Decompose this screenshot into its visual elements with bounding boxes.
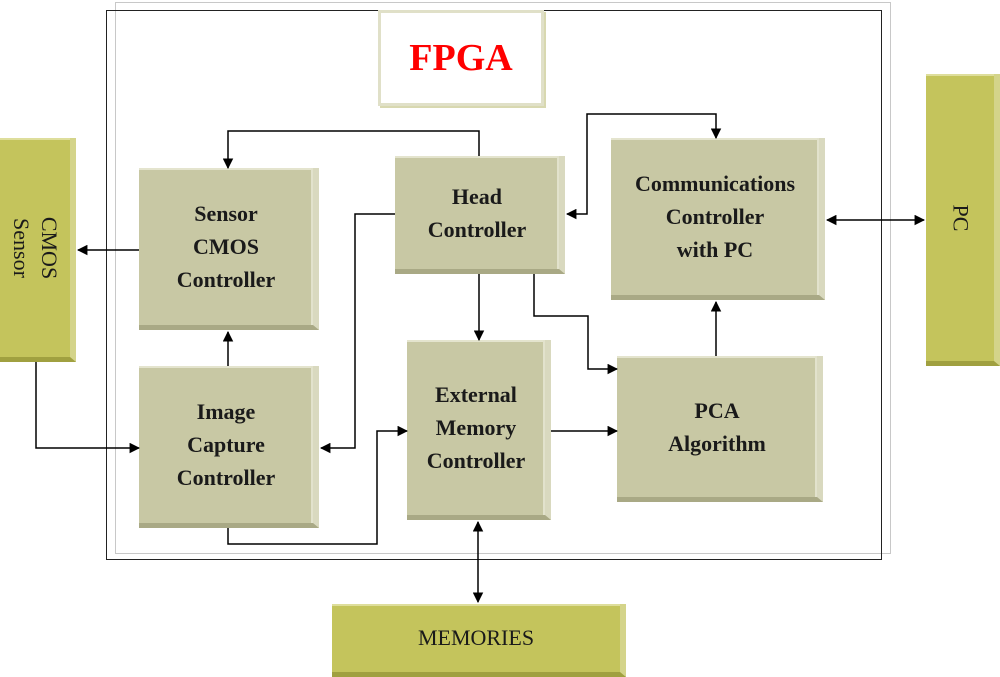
image-capture-controller-block: Image Capture Controller [139, 366, 319, 528]
wire-cmos-to-image-capture [35, 362, 141, 454]
sensor-cmos-controller-block: Sensor CMOS Controller [139, 168, 319, 330]
fpga-label: FPGA [378, 10, 544, 106]
pca-algorithm-block: PCA Algorithm [617, 356, 823, 502]
memories-label: MEMORIES [417, 625, 535, 650]
pc-block: PC [926, 74, 1000, 366]
fpga-frame-shadow [115, 2, 891, 554]
external-memory-controller-block: External Memory Controller [407, 340, 551, 520]
wire-head-to-sensor-controller [222, 130, 480, 170]
cmos-sensor-block: CMOS Sensor [0, 138, 76, 362]
memories-block: MEMORIES [332, 604, 626, 677]
wire-head-to-image-capture [319, 213, 395, 454]
wire-comms-head-bidir [565, 113, 722, 220]
wire-image-capture-to-ext-memory [227, 425, 409, 545]
head-controller-block: Head Controller [395, 156, 565, 274]
wire-head-to-pca [533, 274, 619, 375]
